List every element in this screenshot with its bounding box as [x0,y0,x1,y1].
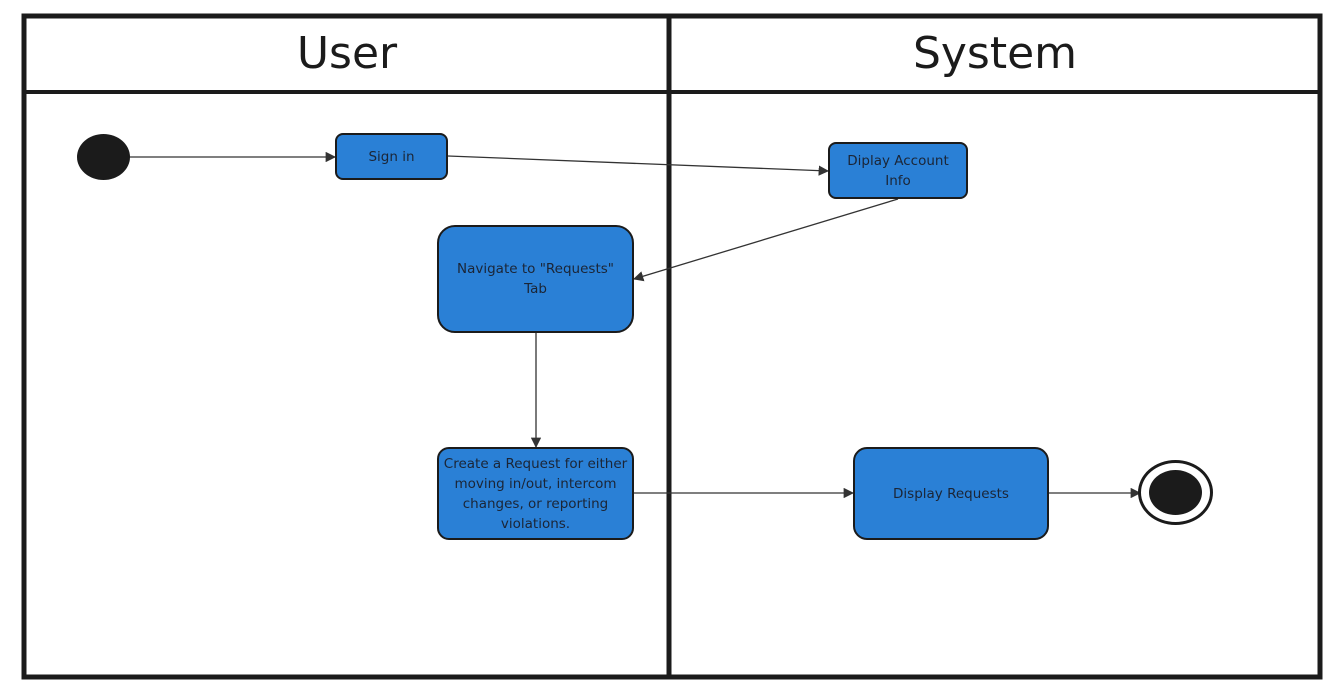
lane-title-user: User [296,28,398,79]
action-display-account-info-label: Diplay Account Info [847,152,949,189]
action-display-requests-label: Display Requests [893,485,1009,502]
action-create-request-label: Create a Request for either moving in/ou… [443,455,628,532]
action-create-request[interactable]: Create a Request for either moving in/ou… [437,447,634,540]
edge-account-info-to-navigate [633,198,899,282]
edge-sign-in-to-account-info [447,155,830,176]
action-sign-in-label: Sign in [368,148,415,165]
end-node-core [1149,470,1202,515]
lane-title-system: System [912,28,1078,79]
lane-border [21,13,1323,680]
action-display-requests[interactable]: Display Requests [853,447,1049,540]
action-sign-in[interactable]: Sign in [335,133,448,180]
start-node[interactable] [77,134,130,180]
action-navigate-requests-label: Navigate to "Requests" Tab [457,261,614,297]
lane-header-user: User [26,16,668,91]
lane-header-system: System [671,16,1319,91]
action-display-account-info[interactable]: Diplay Account Info [828,142,968,199]
end-node[interactable] [1138,460,1213,525]
action-navigate-requests[interactable]: Navigate to "Requests" Tab [437,225,634,333]
